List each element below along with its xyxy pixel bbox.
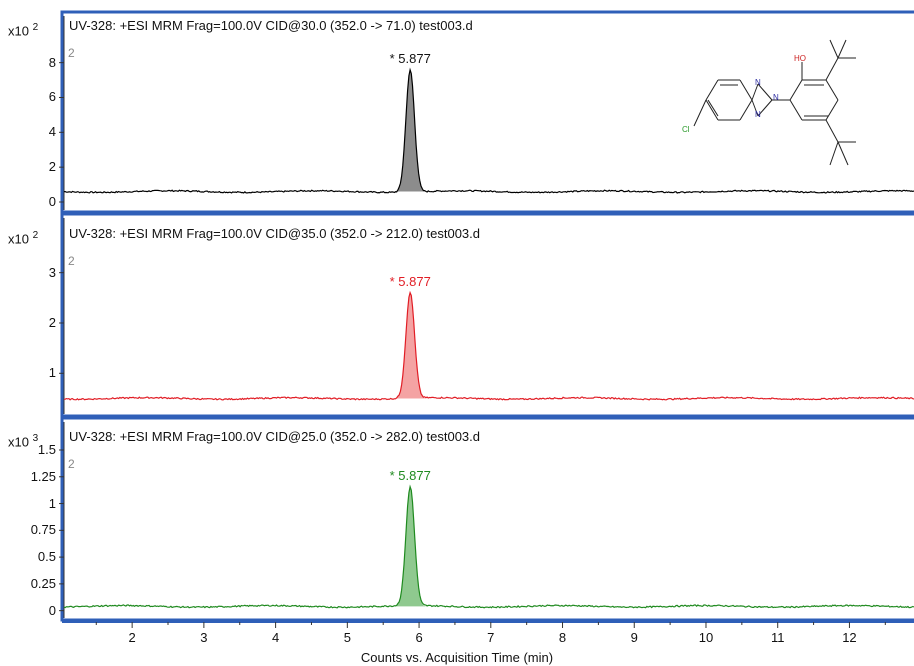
- panel2-y-tick-label: 1: [48, 365, 56, 381]
- panel3-y-tick-label: 0.75: [30, 522, 56, 538]
- panel3-trace: [63, 484, 914, 609]
- panel1-y-tick-label: 2: [48, 159, 56, 175]
- panel2-frame: [60, 212, 914, 418]
- molecule-label-n1: N: [755, 78, 761, 87]
- molecule-bond: [825, 99, 839, 121]
- x-tick-label: 8: [558, 630, 567, 645]
- x-tick-label: 5: [343, 630, 351, 645]
- panel3-frame: [60, 416, 914, 622]
- molecule-bond: [739, 79, 753, 101]
- panel1-y-tick-label: 8: [48, 54, 56, 70]
- panel3-title: UV-328: +ESI MRM Frag=100.0V CID@25.0 (3…: [69, 429, 480, 444]
- panel1-multiplier: x10 2: [8, 22, 39, 39]
- panel1-peak-area: [382, 69, 438, 192]
- x-tick-label: 12: [842, 630, 857, 645]
- molecule-label-oh: HO: [794, 54, 806, 63]
- molecule-bond: [829, 141, 839, 166]
- molecule-bond: [829, 39, 839, 59]
- molecule-bond: [757, 99, 773, 117]
- panel2-corner-label: 2: [68, 254, 75, 268]
- x-tick-label: 3: [200, 630, 208, 645]
- x-tick-label: 4: [271, 630, 280, 645]
- panel1-trace: [64, 67, 914, 194]
- x-tick-label: 7: [487, 630, 495, 645]
- panel2-peak-label: * 5.877: [389, 273, 431, 289]
- molecule-bond: [751, 99, 759, 117]
- panel1-frame: [60, 10, 914, 214]
- molecule-bond: [757, 83, 773, 101]
- molecule-bond: [693, 99, 707, 127]
- panel3-multiplier: x10 3: [8, 433, 39, 450]
- molecule-bond: [825, 119, 839, 143]
- panel3-y-tick-label: 0.25: [30, 575, 56, 591]
- panel1-corner-label: 2: [68, 46, 75, 60]
- panel3-peak-label: * 5.877: [389, 468, 431, 484]
- panel1-peak-label: * 5.877: [389, 50, 431, 66]
- panel1-y-tick-label: 6: [48, 89, 56, 105]
- panel2-y-tick-label: 2: [48, 314, 56, 330]
- panel1-title: UV-328: +ESI MRM Frag=100.0V CID@30.0 (3…: [69, 18, 473, 33]
- molecule-bond: [789, 79, 803, 101]
- molecule-bond: [739, 99, 753, 121]
- molecule-bond: [705, 99, 719, 121]
- panel3-corner-label: 2: [68, 457, 75, 471]
- panel3-y-tick-label: 1.5: [37, 442, 56, 457]
- panel2-trace: [63, 290, 914, 401]
- panel3-y-tick-label: 1.25: [30, 468, 56, 484]
- molecule-bond: [837, 141, 849, 166]
- molecule-bond: [837, 39, 847, 59]
- x-tick-label: 10: [698, 630, 714, 645]
- x-axis-title: Counts vs. Acquisition Time (min): [360, 650, 554, 665]
- molecule-bond: [825, 79, 839, 101]
- panel2-multiplier: x10 2: [8, 230, 39, 247]
- panel3-y-tick-label: 0: [48, 602, 56, 618]
- panel1-y-tick-label: 4: [48, 124, 56, 140]
- panel2-title: UV-328: +ESI MRM Frag=100.0V CID@35.0 (3…: [69, 226, 480, 241]
- molecule-bond: [707, 99, 719, 117]
- x-tick-label: 6: [415, 630, 423, 645]
- panel1-y-tick-label: 0: [48, 194, 56, 209]
- molecule-label-n3: N: [755, 110, 761, 119]
- molecule-bond: [789, 99, 803, 121]
- panel3-y-tick-label: 1: [48, 495, 56, 511]
- molecule-label-cl: Cl: [682, 125, 690, 134]
- molecule-bond: [751, 83, 759, 101]
- molecule-bond: [705, 79, 719, 101]
- x-tick-label: 9: [630, 630, 638, 645]
- molecule-bond: [825, 57, 839, 81]
- panel2-y-tick-label: 3: [48, 264, 56, 280]
- panel3-y-tick-label: 0.5: [37, 549, 56, 565]
- molecule-label-n2: N: [773, 93, 779, 102]
- panel2-peak-area: [382, 292, 438, 399]
- x-tick-label: 2: [128, 630, 136, 645]
- panel3-peak-area: [382, 487, 438, 607]
- x-tick-label: 11: [770, 630, 785, 645]
